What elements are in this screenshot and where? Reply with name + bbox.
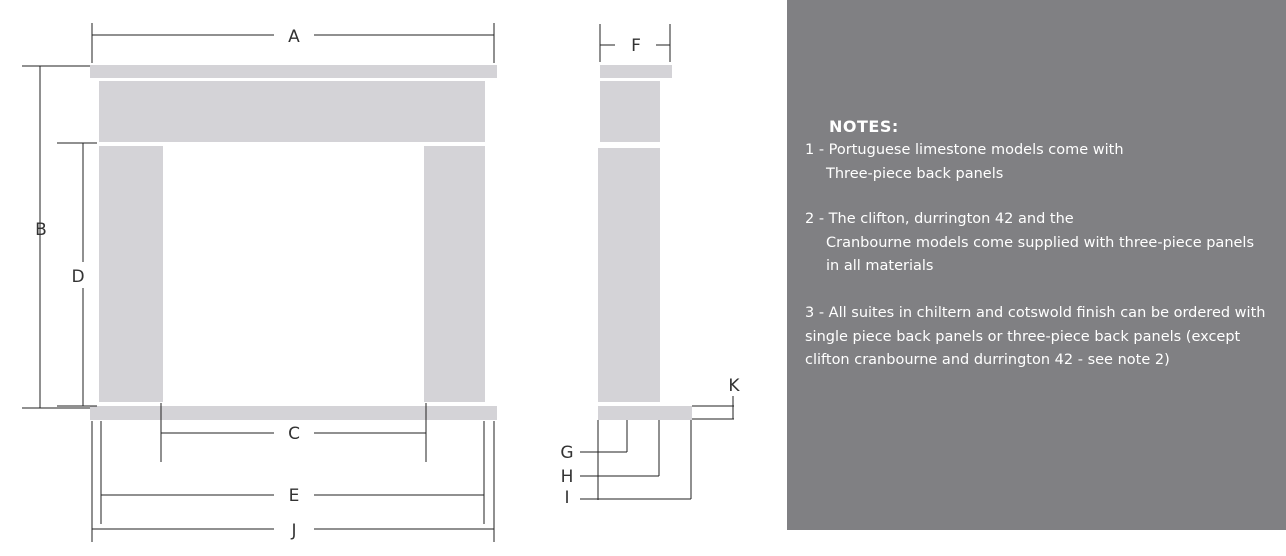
notes-panel: NOTES: 1 - Portuguese limestone models c… bbox=[787, 0, 1286, 530]
dimension-i: I bbox=[564, 420, 692, 508]
notes-heading: NOTES: bbox=[829, 117, 899, 136]
label-f: F bbox=[631, 36, 641, 56]
note-2-line-2: Cranbourne models come supplied with thr… bbox=[826, 234, 1255, 251]
dimension-j: J bbox=[91, 421, 495, 542]
note-2-line-1: 2 - The clifton, durrington 42 and the bbox=[805, 211, 1074, 227]
side-leg bbox=[598, 148, 660, 402]
front-top-shelf bbox=[90, 65, 497, 78]
dimension-h: H bbox=[561, 420, 660, 487]
note-3: 3 - All suites in chiltern and cotswold … bbox=[805, 302, 1275, 373]
dimension-a: A bbox=[91, 23, 495, 63]
front-frieze bbox=[99, 81, 485, 142]
label-j: J bbox=[290, 521, 296, 541]
label-a: A bbox=[288, 27, 300, 47]
side-view bbox=[598, 65, 692, 420]
dimension-c: C bbox=[160, 403, 427, 462]
label-h: H bbox=[561, 467, 574, 487]
fireplace-dimension-diagram: A B D C E J bbox=[22, 23, 740, 542]
note-1: 1 - Portuguese limestone models come wit… bbox=[805, 139, 1275, 186]
dimension-d: D bbox=[57, 142, 97, 407]
note-1-line-2: Three-piece back panels bbox=[826, 165, 1004, 182]
label-e: E bbox=[289, 486, 300, 506]
label-b: B bbox=[35, 220, 47, 240]
dimension-e: E bbox=[100, 421, 485, 524]
front-right-leg bbox=[424, 146, 485, 402]
note-2: 2 - The clifton, durrington 42 and the C… bbox=[805, 208, 1275, 279]
side-top-shelf bbox=[600, 65, 672, 78]
note-3-line-3: clifton cranbourne and durrington 42 - s… bbox=[805, 352, 1170, 368]
dimension-g: G bbox=[560, 420, 628, 500]
label-i: I bbox=[564, 488, 569, 508]
label-d: D bbox=[71, 267, 84, 287]
note-3-line-1: 3 - All suites in chiltern and cotswold … bbox=[805, 305, 1266, 321]
dimension-f: F bbox=[599, 24, 671, 62]
dimension-k: K bbox=[692, 376, 740, 420]
front-left-leg bbox=[99, 146, 163, 402]
front-hearth bbox=[90, 406, 497, 420]
dimension-b: B bbox=[22, 65, 90, 409]
note-1-line-1: 1 - Portuguese limestone models come wit… bbox=[805, 142, 1124, 158]
front-view bbox=[90, 65, 497, 420]
note-3-line-2: single piece back panels or three-piece … bbox=[805, 328, 1241, 345]
label-c: C bbox=[288, 424, 300, 444]
label-g: G bbox=[560, 443, 573, 463]
side-frieze bbox=[600, 81, 660, 142]
side-hearth bbox=[598, 406, 692, 420]
label-k: K bbox=[728, 376, 740, 396]
note-2-line-3: in all materials bbox=[826, 258, 934, 274]
